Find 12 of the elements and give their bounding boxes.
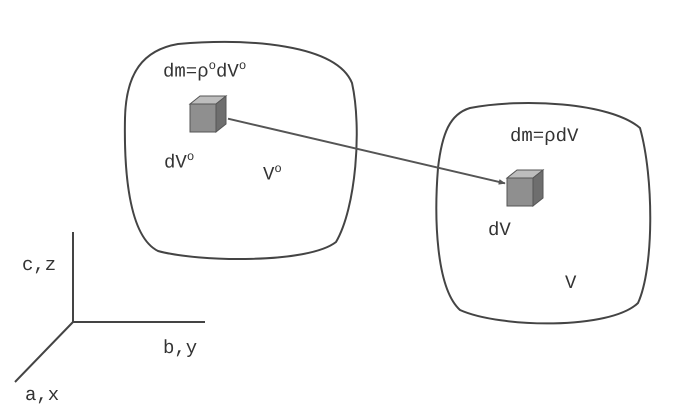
mass-formula: dm=ρ$^{o}$dV$^{o}$ xyxy=(163,60,246,82)
cube-drawing xyxy=(505,168,545,208)
axis-label: c,z xyxy=(22,255,56,276)
axis-label: b,y xyxy=(163,338,198,359)
volume-label: V xyxy=(565,273,576,294)
arrow xyxy=(228,118,506,185)
volume-label: V$^{o}$ xyxy=(263,163,282,186)
element-volume-label: dV$^{o}$ xyxy=(164,151,194,174)
element-volume-label: dV xyxy=(488,220,511,241)
mass-formula: dm=ρdV xyxy=(510,126,578,147)
axis-label: a,x xyxy=(25,385,60,406)
cube-drawing xyxy=(188,93,228,135)
